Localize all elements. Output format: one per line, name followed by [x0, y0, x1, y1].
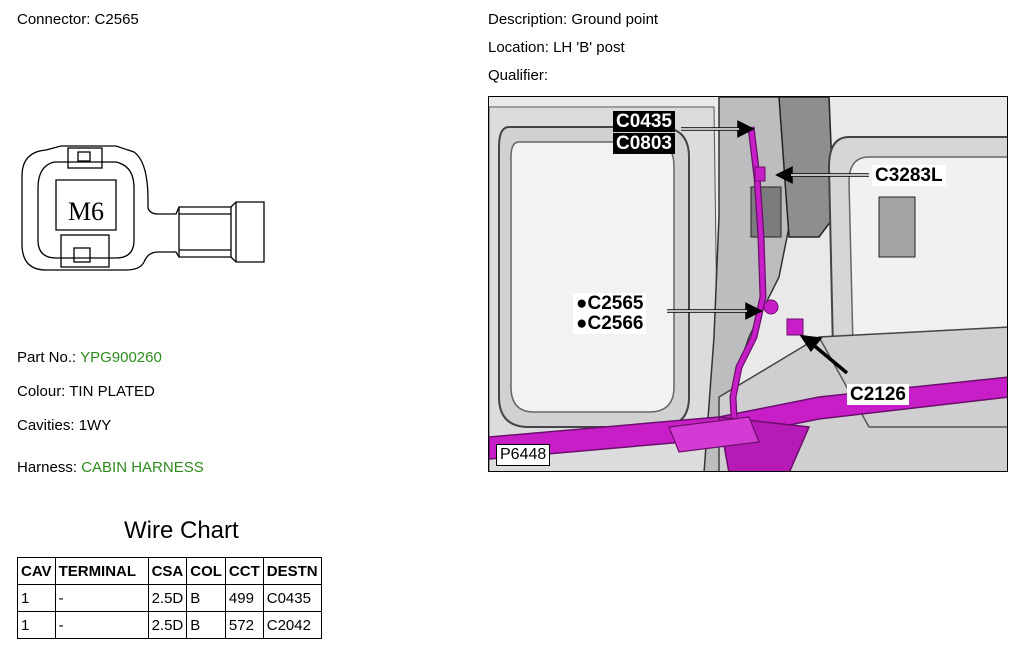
- ring-terminal-drawing: M6: [21, 145, 265, 271]
- cell-cct: 572: [224, 611, 264, 639]
- callout-c2565: ●C2565: [573, 293, 647, 314]
- connector-info: Connector: C2565: [17, 11, 139, 28]
- cell-csa: 2.5D: [147, 611, 188, 639]
- cell-terminal: -: [54, 611, 149, 639]
- cell-col: B: [186, 584, 226, 612]
- qualifier-info: Qualifier:: [488, 67, 548, 84]
- wire-chart-title: Wire Chart: [124, 517, 239, 544]
- cell-csa: 2.5D: [147, 584, 188, 612]
- connector-value: C2565: [94, 11, 139, 28]
- callout-c0435: C0435: [613, 111, 675, 132]
- cell-cav: 1: [17, 611, 56, 639]
- header-csa: CSA: [147, 557, 188, 585]
- cavities-info: Cavities: 1WY: [17, 417, 111, 434]
- callout-c2126: C2126: [847, 384, 909, 405]
- part-no-label: Part No.:: [17, 349, 77, 366]
- table-row: 1 - 2.5D B 499 C0435: [17, 584, 322, 612]
- terminal-size-text: M6: [68, 197, 104, 226]
- colour-value: TIN PLATED: [69, 383, 155, 400]
- description-value: Ground point: [571, 11, 659, 28]
- harness-label: Harness:: [17, 459, 78, 476]
- callout-c3283l: C3283L: [872, 165, 946, 186]
- cell-destn: C0435: [262, 584, 322, 612]
- callout-c0803: C0803: [613, 133, 675, 154]
- part-no-info: Part No.: YPG900260: [17, 349, 162, 366]
- cell-col: B: [186, 611, 226, 639]
- harness-info: Harness: CABIN HARNESS: [17, 459, 204, 476]
- harness-link[interactable]: CABIN HARNESS: [81, 459, 204, 476]
- diagram-reference-label: P6448: [496, 444, 551, 466]
- cell-destn: C2042: [262, 611, 322, 639]
- vehicle-illustration: [489, 97, 1007, 471]
- cavities-value: 1WY: [78, 417, 112, 434]
- location-diagram: C0435 C0803 C3283L ●C2565 ●C2566 C2126: [488, 96, 1008, 472]
- colour-info: Colour: TIN PLATED: [17, 383, 155, 400]
- description-info: Description: Ground point: [488, 11, 658, 28]
- cell-cct: 499: [224, 584, 264, 612]
- header-terminal: TERMINAL: [54, 557, 149, 585]
- cavities-label: Cavities:: [17, 417, 75, 434]
- location-label: Location:: [488, 39, 549, 56]
- header-destn: DESTN: [262, 557, 322, 585]
- callout-c2566: ●C2566: [573, 313, 647, 334]
- table-row: 1 - 2.5D B 572 C2042: [17, 611, 322, 639]
- description-label: Description:: [488, 11, 568, 28]
- header-cct: CCT: [224, 557, 264, 585]
- header-col: COL: [186, 557, 226, 585]
- colour-label: Colour:: [17, 383, 66, 400]
- wire-chart-table: CAV TERMINAL CSA COL CCT DESTN 1 - 2.5D …: [17, 557, 322, 639]
- header-cav: CAV: [17, 557, 56, 585]
- wire-chart-header-row: CAV TERMINAL CSA COL CCT DESTN: [17, 557, 322, 585]
- connector-label: Connector:: [17, 11, 91, 28]
- cell-terminal: -: [54, 584, 149, 612]
- location-info: Location: LH 'B' post: [488, 39, 625, 56]
- part-no-link[interactable]: YPG900260: [80, 349, 162, 366]
- cell-cav: 1: [17, 584, 56, 612]
- qualifier-label: Qualifier:: [488, 67, 549, 84]
- location-value: LH 'B' post: [553, 39, 625, 56]
